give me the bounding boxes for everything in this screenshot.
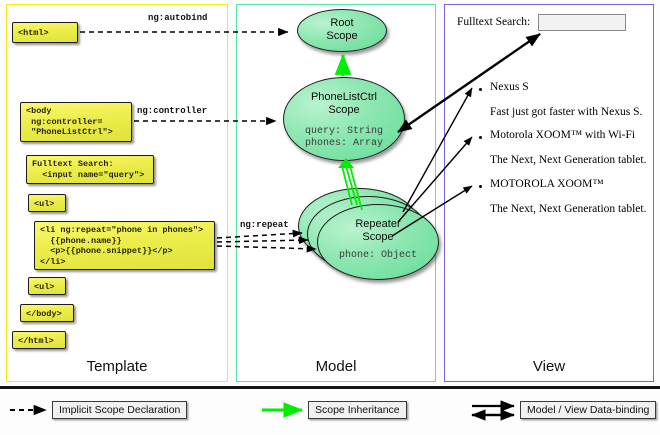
view-item-snippet-1: The Next, Next Generation tablet. [490, 154, 647, 166]
scope-root: Root Scope [297, 9, 387, 52]
legend-item-scope-inheritance: Scope Inheritance [308, 401, 407, 419]
code-box-ul-close: <ul> [28, 277, 66, 295]
code-box-ul-open: <ul> [28, 194, 66, 212]
code-box-search: Fulltext Search: <input name="query"> [26, 155, 154, 184]
scope-root-title-1: Root [330, 17, 354, 29]
view-item-name-2: MOTOROLA XOOM™ [490, 178, 604, 190]
scope-repeater-title-2: Scope [362, 231, 394, 243]
legend-item-model-view-data-binding: Model / View Data-binding [520, 401, 657, 419]
code-box-html-close: </html> [12, 331, 66, 349]
code-box-body-open: <body ng:controller= "PhoneListCtrl"> [20, 102, 132, 142]
view-search-label: Fulltext Search: [457, 16, 531, 28]
panel-view-label: View [532, 358, 566, 375]
panel-template: Template [6, 4, 228, 382]
scope-phonelistctrl-title-2: Scope [328, 104, 360, 116]
scope-phonelistctrl-title-1: PhoneListCtrl [310, 91, 378, 103]
scope-phonelistctrl-prop-query: query: String [304, 126, 383, 137]
edge-label-repeat: ng:repeat [240, 220, 289, 230]
view-item-snippet-0: Fast just got faster with Nexus S. [490, 106, 643, 118]
panel-view: View [444, 4, 654, 382]
edge-label-autobind: ng:autobind [148, 13, 208, 23]
view-item-snippet-2: The Next, Next Generation tablet. [490, 203, 647, 215]
legend: Implicit Scope Declaration Scope Inherit… [0, 390, 660, 435]
view-search-input[interactable] [538, 14, 626, 31]
code-box-li-repeat: <li ng:repeat="phone in phones"> {{phone… [34, 221, 215, 270]
panel-template-label: Template [86, 358, 148, 375]
view-item-name-1: Motorola XOOM™ with Wi-Fi [490, 129, 636, 141]
scope-repeater-title-1: Repeater [355, 218, 401, 230]
view-bullet-1 [479, 136, 482, 139]
frame-divider [0, 386, 660, 389]
view-bullet-0 [479, 88, 482, 91]
panel-model-label: Model [315, 358, 357, 375]
legend-item-implicit-scope-declaration: Implicit Scope Declaration [52, 401, 188, 419]
scope-repeater: Repeater Scope phone: Object [317, 204, 439, 280]
edge-label-controller: ng:controller [137, 106, 208, 116]
view-item-name-0: Nexus S [490, 81, 529, 93]
code-box-body-close: </body> [20, 304, 74, 322]
scope-phonelistctrl: PhoneListCtrl Scope query: String phones… [283, 77, 405, 161]
code-box-html-open: <html> [12, 22, 78, 43]
scope-phonelistctrl-prop-phones: phones: Array [304, 138, 383, 149]
scope-repeater-prop-phone: phone: Object [338, 250, 417, 261]
scope-root-title-2: Scope [326, 30, 358, 42]
view-bullet-2 [479, 185, 482, 188]
